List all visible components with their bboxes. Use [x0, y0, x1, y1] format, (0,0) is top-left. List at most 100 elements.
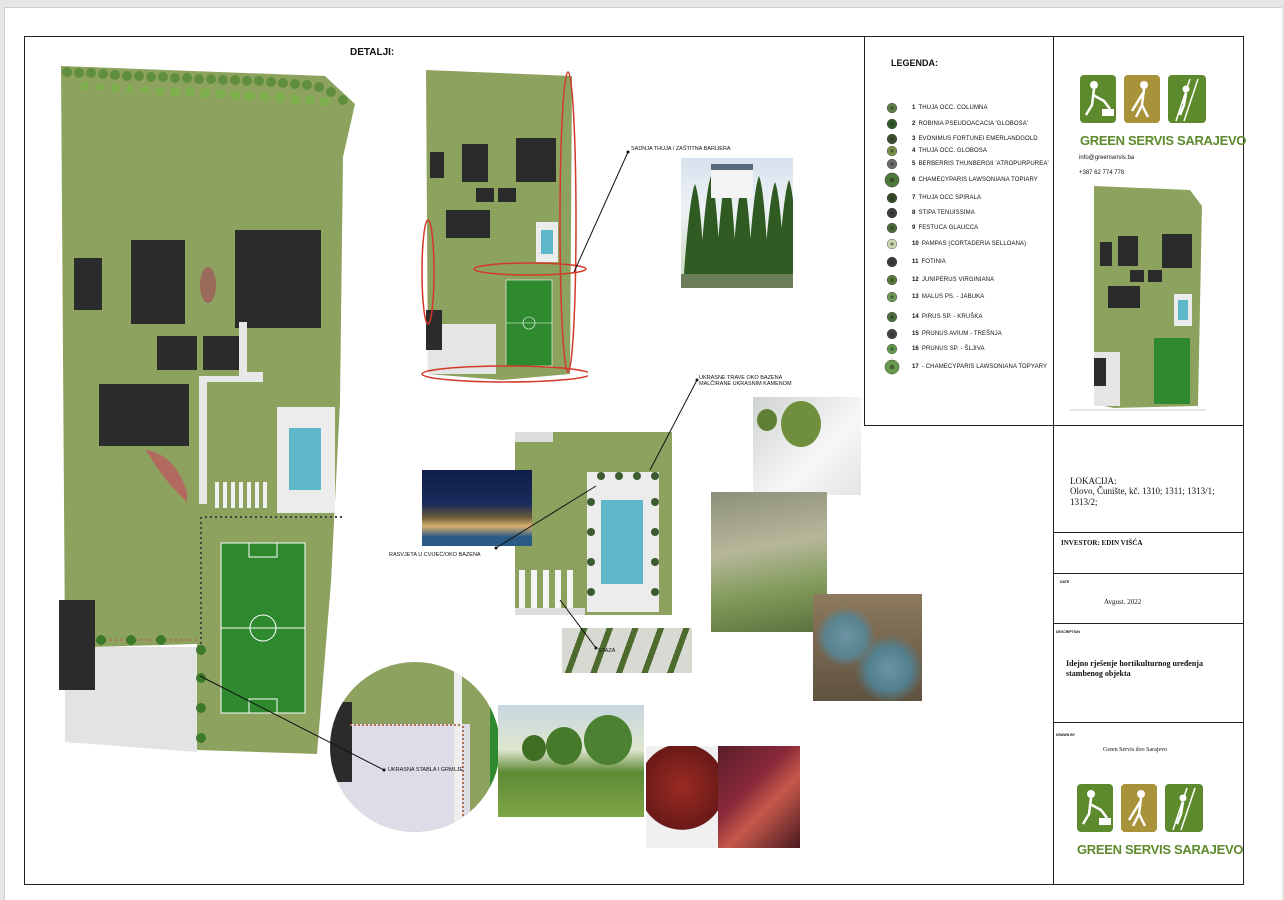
highlight-south: [421, 365, 588, 383]
drawing-frame: [24, 36, 1244, 885]
legend-item-label: PRUNUS SP. - ŠLJIVA: [921, 346, 985, 352]
walkway: [199, 322, 263, 504]
roof-2: [131, 240, 185, 324]
legend-item-label: CHAMECYPARIS LAWSONIANA TOPIARY: [918, 177, 1038, 183]
thuja-photo: [681, 158, 793, 288]
thuja-spirala-icon: [884, 190, 900, 206]
logo-tile-ladder: [1168, 75, 1206, 123]
pool-detail-plan: [515, 432, 672, 615]
titleblock-mini-plan: [1070, 186, 1206, 411]
berberis-photo: [646, 746, 718, 848]
legend-title: LEGENDA:: [891, 58, 938, 68]
legend-divider: [864, 36, 865, 426]
annotation-trees-shrubs: UKRASNA STABLA I GRMLJE: [388, 767, 464, 773]
annotation-pool-lighting: RASVJETA U CVIJEĆ/OKO BAZENA: [389, 552, 481, 558]
prunus-icon: [884, 341, 900, 357]
legend-item-label: PAMPAS (CORTADERIA SELLOANA): [921, 241, 1027, 247]
drawn-by-value: Green Servis doo Sarajevo: [1103, 747, 1168, 753]
legend-item-number: 4: [912, 148, 916, 154]
hedge-row: [62, 67, 348, 105]
legend-item-number: 12: [912, 277, 919, 283]
stipa-photo: [711, 492, 827, 632]
legend-item-label: THUJA OCC. GLOBOSA: [918, 148, 987, 154]
flowerbed: [200, 267, 216, 303]
legend-item-number: 7: [912, 195, 916, 201]
thuja-columna-icon: [884, 100, 900, 116]
titleblock-divider: [1053, 36, 1054, 885]
description-value: Idejno rješenje hortikulturnog uređenja …: [1066, 659, 1203, 678]
legend-item-number: 16: [912, 346, 919, 352]
juniperus-icon: [884, 272, 900, 288]
highlight-west: [421, 219, 435, 325]
drawn-by-label: DRAWN BY: [1056, 733, 1076, 737]
gravel-area: [65, 647, 197, 752]
shrub-row: [96, 635, 206, 743]
chamecyparis-topyary-icon: [884, 359, 900, 375]
company-name-top: GREEN SERVIS SARAJEVO: [1080, 133, 1247, 148]
tb-line-3: [1053, 623, 1244, 624]
prunus-avium-icon: [884, 326, 900, 342]
roof-4: [157, 336, 197, 370]
legend-bottom-line: [864, 425, 1244, 426]
legend-item-number: 13: [912, 294, 919, 300]
legend-item-number: 15: [912, 331, 919, 337]
tb-line-2: [1053, 573, 1244, 574]
annotation-thuja-barrier: SADNJA THUJA / ZAŠTITNA BARIJERA: [631, 146, 731, 152]
investor-text: INVESTOR: EDIN VIŠĆA: [1061, 539, 1143, 547]
stone-pot-photo: [753, 397, 861, 495]
annotation-pool-grass-2: MALČIRANE UKRASNIM KAMENOM: [699, 381, 792, 387]
red-bed: [145, 450, 187, 502]
roof-5: [203, 336, 243, 370]
legend-item-number: 6: [912, 177, 916, 183]
legend-item-number: 8: [912, 210, 916, 216]
stipa-icon: [884, 205, 900, 221]
annotation-path: STAZA: [598, 648, 616, 654]
description-label: DESCRIPTION: [1056, 630, 1080, 634]
roof-1: [74, 258, 102, 310]
legend-item-number: 9: [912, 225, 916, 231]
company-logo-bottom: GREEN SERVIS SARAJEVO: [1077, 784, 1243, 864]
roof-6: [99, 384, 189, 446]
pirus-icon: [884, 309, 900, 325]
legend-item-number: 17: [912, 364, 919, 370]
date-label: DATE: [1060, 580, 1070, 584]
legend-item-label: PIRUS SP. - KRUŠKA: [921, 314, 983, 320]
evonimus-icon: [884, 131, 900, 147]
magnifier-circle: [330, 662, 500, 832]
berberis-closeup-photo: [718, 746, 800, 848]
legend-item-label: ROBINIA PSEUDOACACIA 'GLOBOSA': [918, 121, 1029, 127]
logo-tile-gardener: [1124, 75, 1160, 123]
details-title: DETALJI:: [350, 47, 395, 58]
hedge-row-inner: [81, 82, 330, 107]
legend-item-label: JUNIPERUS VIRGINIANA: [921, 277, 995, 283]
location-label: LOKACIJA:: [1070, 476, 1117, 486]
pool: [289, 428, 321, 490]
annotation-pool-grass-1: UKRASNE TRAVE OKO BAZENA: [699, 375, 783, 381]
legend-item-number: 10: [912, 241, 919, 247]
main-site-plan: [59, 66, 355, 754]
legend-item-number: 2: [912, 121, 916, 127]
legend-item-label: THUJA OCC SPIRALA: [918, 195, 982, 201]
company-logo-top: GREEN SERVIS SARAJEVO: [1080, 75, 1246, 155]
legend-item-label: THUJA OCC. COLUMNA: [918, 105, 988, 111]
legend-item-label: FESTUCA GLAUCCA: [918, 225, 979, 231]
legend-item-label: STIPA TENUISSIMA: [918, 210, 975, 216]
pampas-icon: [884, 236, 900, 252]
tb-line-1: [1053, 532, 1244, 533]
highlight-mid: [473, 262, 587, 276]
highlight-east: [559, 71, 577, 373]
logo-tile-mower: [1080, 75, 1116, 123]
legend-item-label: FOTINIA: [921, 259, 946, 265]
